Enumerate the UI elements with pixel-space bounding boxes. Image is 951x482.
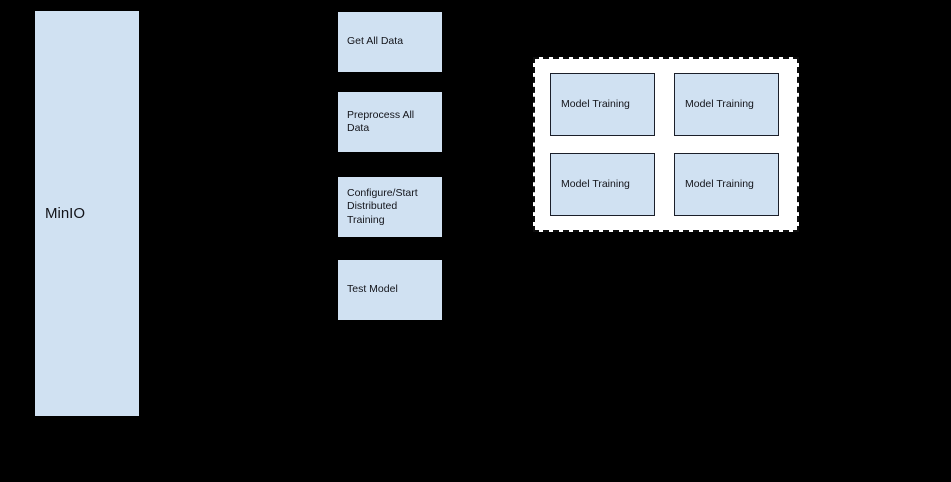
node-model-training-1[interactable]: Model Training bbox=[550, 73, 655, 136]
node-get-all-data[interactable]: Get All Data bbox=[338, 12, 442, 72]
node-model-training-2-label: Model Training bbox=[685, 97, 754, 110]
node-model-training-3[interactable]: Model Training bbox=[550, 153, 655, 216]
node-preprocess-all-data-label: Preprocess All Data bbox=[347, 108, 415, 134]
node-model-training-4[interactable]: Model Training bbox=[674, 153, 779, 216]
node-configure-start-distributed-training-label: Configure/Start Distributed Training bbox=[347, 186, 418, 226]
node-model-training-1-label: Model Training bbox=[561, 97, 630, 110]
node-get-all-data-label: Get All Data bbox=[347, 35, 404, 48]
node-model-training-3-label: Model Training bbox=[561, 177, 630, 190]
node-model-training-4-label: Model Training bbox=[685, 177, 754, 190]
node-test-model[interactable]: Test Model bbox=[338, 260, 442, 320]
node-minio-storage[interactable]: MinIO bbox=[35, 11, 139, 416]
node-minio-storage-label: MinIO bbox=[45, 204, 86, 222]
node-model-training-2[interactable]: Model Training bbox=[674, 73, 779, 136]
node-preprocess-all-data[interactable]: Preprocess All Data bbox=[338, 92, 442, 152]
node-test-model-label: Test Model bbox=[347, 283, 398, 296]
node-configure-start-distributed-training[interactable]: Configure/Start Distributed Training bbox=[338, 177, 442, 237]
